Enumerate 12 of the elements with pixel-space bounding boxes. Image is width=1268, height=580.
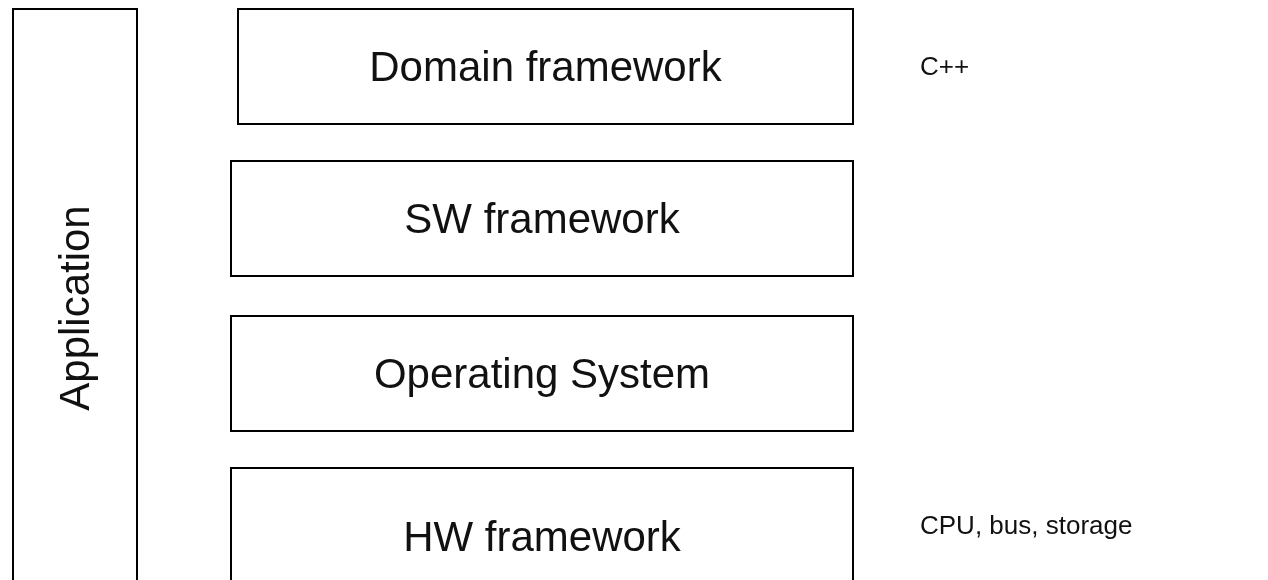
technology-note: CPU, bus, storage [920,509,1133,541]
layer-box [230,467,854,580]
layer-label: HW framework [403,513,681,561]
layer-label: Domain framework [369,42,722,91]
layer-label: Application [51,205,99,411]
layer-box [237,8,854,125]
layer-box [230,160,854,277]
layer-box [230,315,854,432]
technology-note: C++ [920,50,970,82]
layer-label: SW framework [404,194,680,243]
side-column-box [12,8,138,580]
layer-label: Operating System [373,349,711,398]
